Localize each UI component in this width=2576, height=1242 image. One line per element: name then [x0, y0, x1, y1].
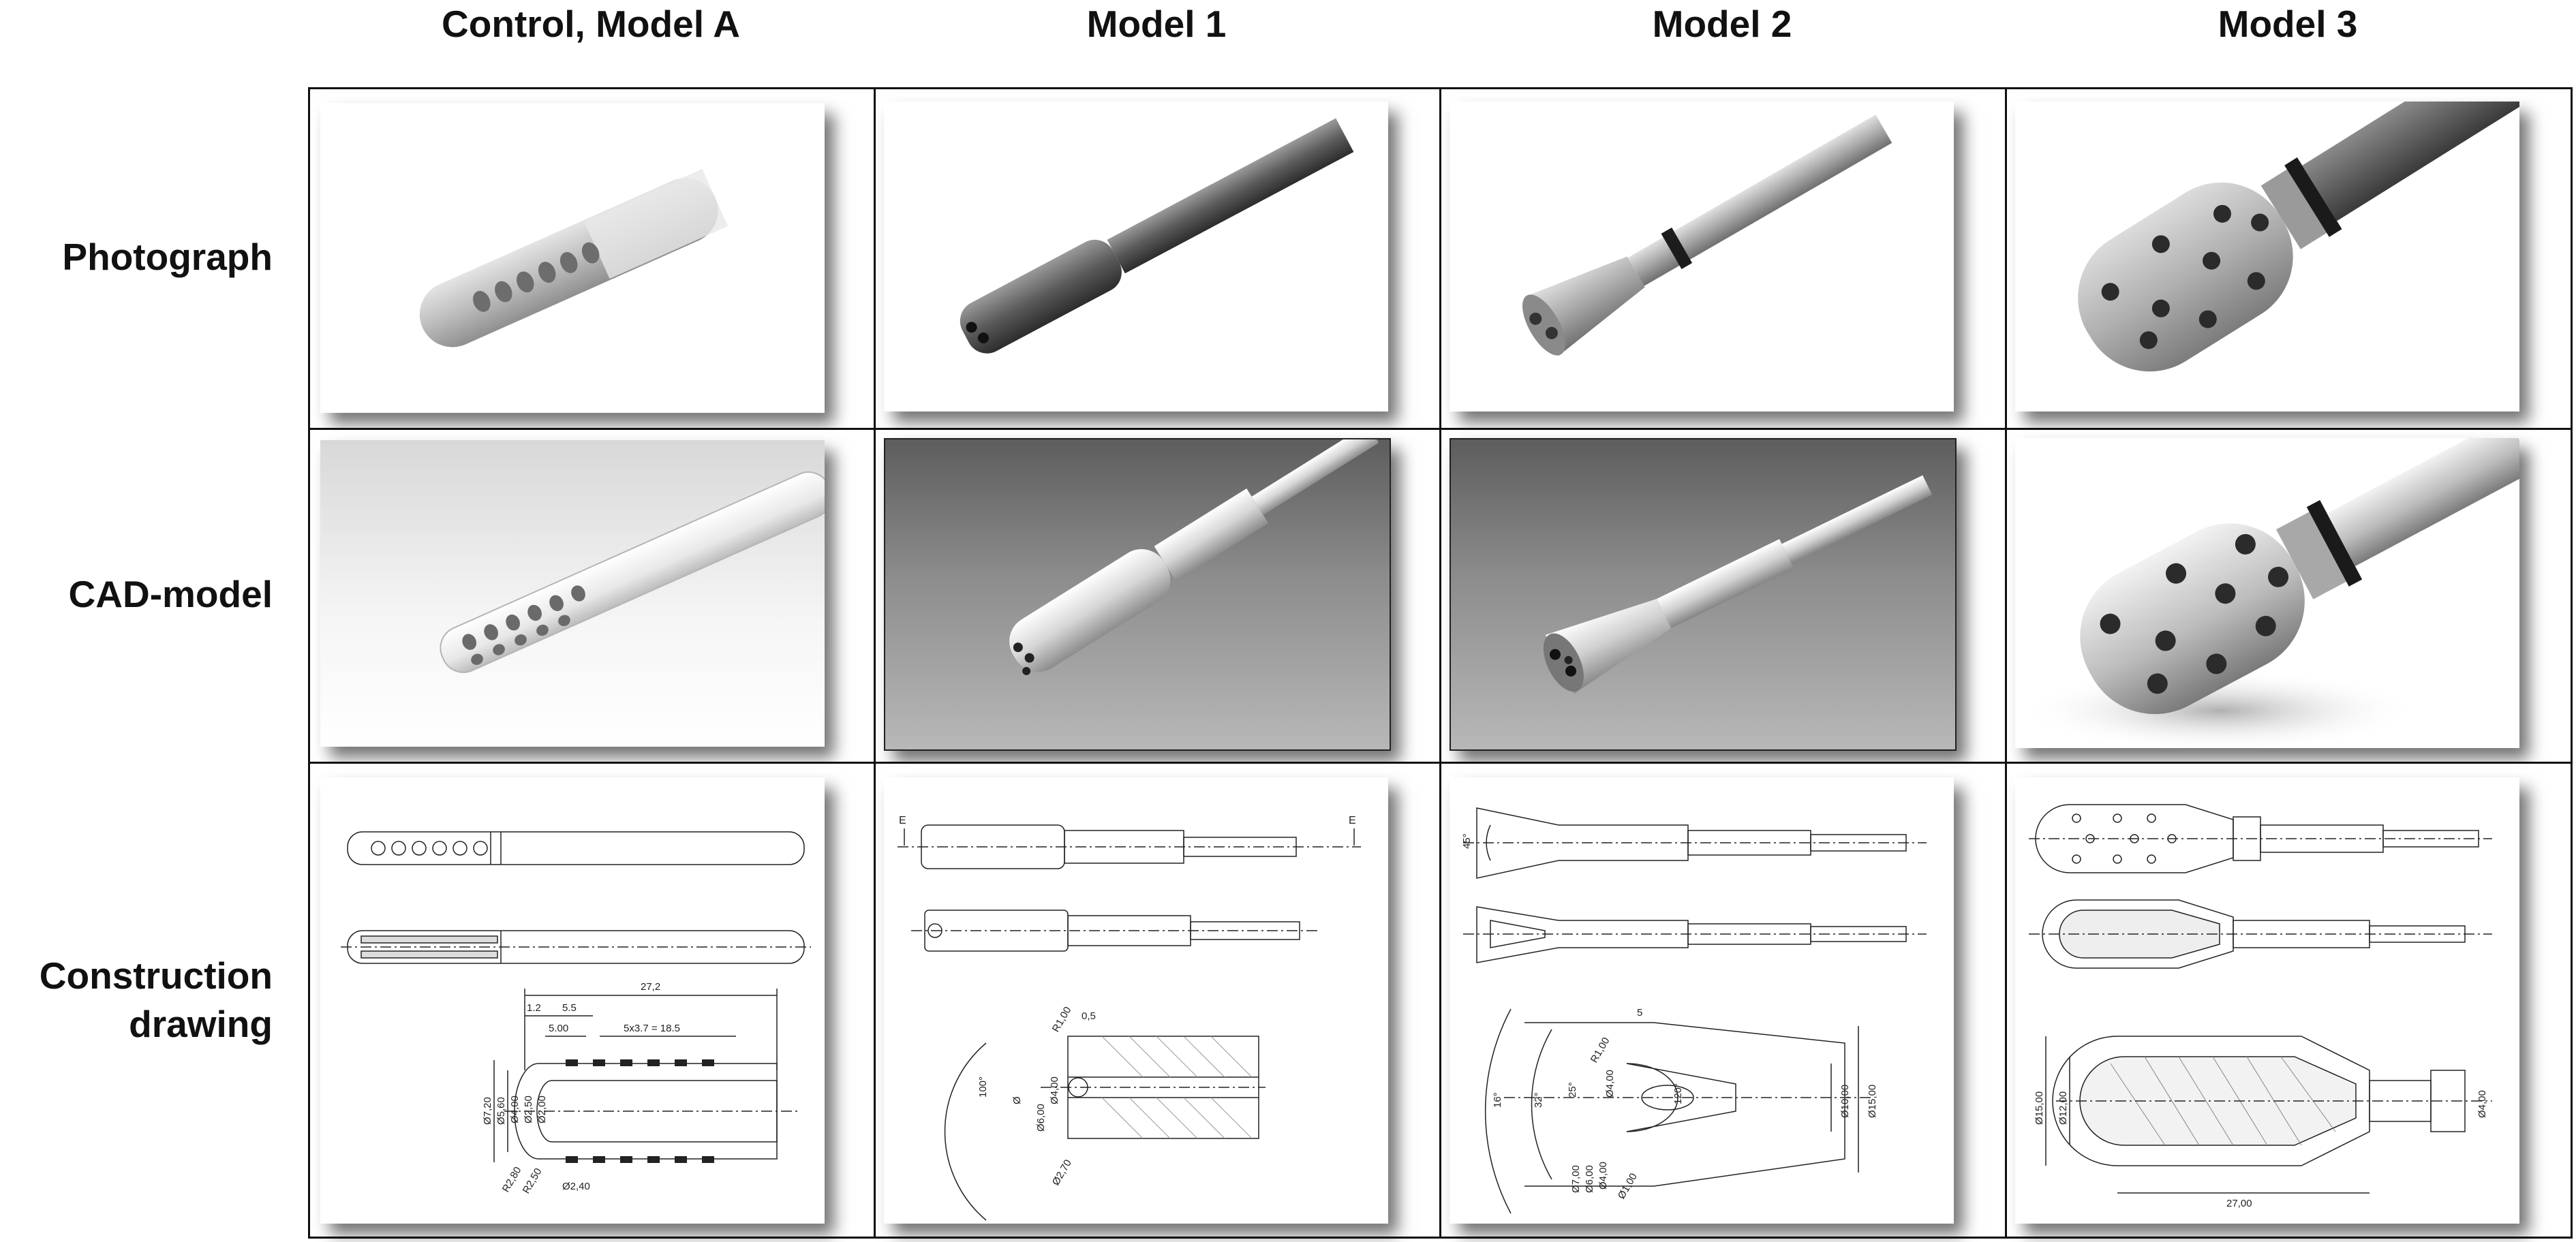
column-header-control-model-a: Control, Model A [442, 3, 740, 45]
cad-model-1 [884, 438, 1391, 751]
dia-7-20-label: Ø7,20 [482, 1097, 493, 1125]
column-header-model-3: Model 3 [2218, 3, 2358, 45]
cell-cad-model-1 [874, 428, 1441, 764]
cell-cad-model-2 [1439, 428, 2007, 764]
cell-cad-model-3 [2005, 428, 2573, 764]
section-mark-e-right: E [1349, 815, 1356, 826]
dia-2-70-label: Ø2,70 [1050, 1158, 1074, 1187]
drawing-model-1: E E [884, 777, 1388, 1224]
dia-2-40-label: Ø2,40 [562, 1181, 590, 1192]
angle-100-label: 100° [977, 1076, 989, 1098]
drawing-control-model-a: 27,2 1.2 5.5 5.00 5x3.7 = 18.5 Ø7,20 Ø5,… [320, 777, 825, 1224]
dim-5-5-label: 5.5 [562, 1002, 577, 1014]
row-header-photograph: Photograph [62, 236, 273, 279]
photo-model-3 [2015, 102, 2519, 412]
dim-holes-label: 5x3.7 = 18.5 [624, 1023, 680, 1034]
drawing-model-2: 45° 5 16° 32° 25° R1,00 Ø4,00 120° Ø15,0… [1450, 777, 1954, 1224]
angle-120-label: 120° [1672, 1083, 1684, 1104]
dia-12-00-label: Ø12,00 [2057, 1091, 2069, 1125]
section-mark-e-left: E [899, 815, 906, 826]
cell-drawing-model-1: E E [874, 762, 1441, 1239]
dim-1-2-label: 1.2 [527, 1002, 541, 1014]
dim-total-label: 27,2 [641, 981, 660, 993]
cell-drawing-control: 27,2 1.2 5.5 5.00 5x3.7 = 18.5 Ø7,20 Ø5,… [308, 762, 876, 1239]
cell-photo-model-1 [874, 87, 1441, 430]
dia-6-00-label: Ø6,00 [1584, 1165, 1595, 1193]
angle-25-label: 25° [1567, 1082, 1578, 1098]
angle-32-label: 32° [1533, 1092, 1544, 1108]
dia-4-00-label: Ø4,00 [1049, 1076, 1060, 1104]
dim-0-5-label: 0,5 [1082, 1010, 1096, 1022]
dia-4-00-label: Ø4,00 [509, 1096, 521, 1123]
cad-model-3 [2015, 438, 2519, 748]
dia-2-00-label: Ø2,00 [536, 1096, 548, 1123]
dia-4-00-label: Ø4,00 [2477, 1090, 2488, 1118]
cell-photo-model-3 [2005, 87, 2573, 430]
dia-2-50-label: Ø2,50 [523, 1096, 534, 1123]
radius-1-00-label: R1,00 [1589, 1036, 1612, 1065]
dim-5-00-label: 5.00 [549, 1023, 568, 1034]
comparison-grid: 27,2 1.2 5.5 5.00 5x3.7 = 18.5 Ø7,20 Ø5,… [308, 87, 2573, 1239]
cell-drawing-model-3: Ø15,00 Ø12,00 Ø4,00 27,00 [2005, 762, 2573, 1239]
angle-16-label: 16° [1492, 1092, 1503, 1108]
drawing-model-3: Ø15,00 Ø12,00 Ø4,00 27,00 [2015, 777, 2519, 1224]
cell-drawing-model-2: 45° 5 16° 32° 25° R1,00 Ø4,00 120° Ø15,0… [1439, 762, 2007, 1239]
dia-4-00-lower-label: Ø4,00 [1597, 1162, 1609, 1190]
radius-1-00-label: R1,00 [1050, 1005, 1074, 1034]
cad-model-2 [1450, 438, 1957, 751]
dia-15-00-label: Ø15,00 [2034, 1091, 2045, 1125]
dim-5-label: 5 [1637, 1007, 1642, 1019]
radius-2-50-label: R2,50 [521, 1166, 545, 1196]
photo-control-model-a [320, 103, 825, 413]
dia-7-00-label: Ø7,00 [1570, 1165, 1582, 1193]
photo-model-2 [1450, 102, 1954, 412]
dia-4-00-label: Ø4,00 [1604, 1070, 1616, 1098]
cell-cad-control [308, 428, 876, 764]
dia-5-60-label: Ø5,60 [495, 1097, 507, 1125]
dia-6-00-label: Ø6,00 [1035, 1104, 1047, 1132]
cell-photo-model-2 [1439, 87, 2007, 430]
row-header-construction-drawing: Construction drawing [39, 954, 273, 1046]
diameter-label: Ø [1011, 1096, 1023, 1104]
dia-15-00-label: Ø15,00 [1867, 1085, 1878, 1118]
column-header-model-2: Model 2 [1652, 3, 1792, 45]
cad-control-model-a [320, 440, 825, 747]
column-header-model-1: Model 1 [1086, 3, 1227, 45]
photo-model-1 [884, 102, 1388, 412]
row-header-cad-model: CAD-model [68, 573, 273, 616]
dia-10-00-label: Ø10,00 [1839, 1085, 1851, 1118]
dim-27-00-label: 27,00 [2226, 1198, 2252, 1209]
cell-photo-control [308, 87, 876, 430]
angle-45-label: 45° [1461, 833, 1473, 849]
